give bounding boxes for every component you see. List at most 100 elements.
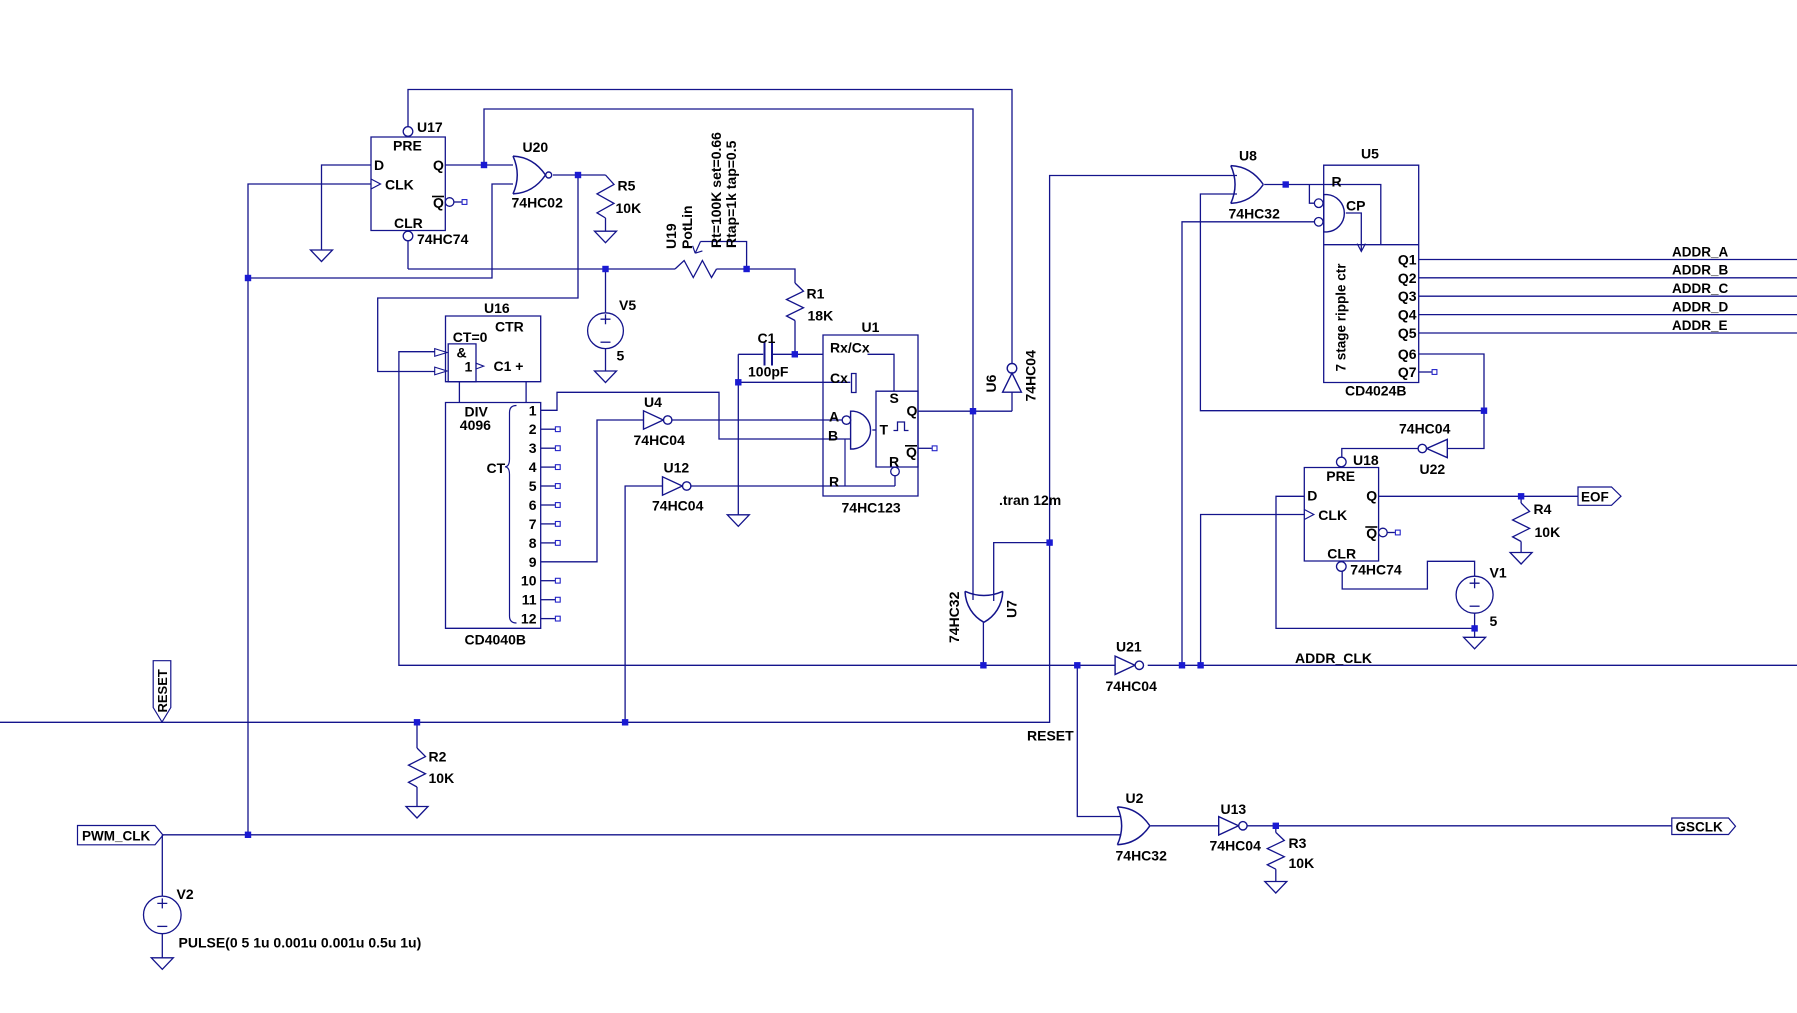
svg-text:PRE: PRE	[1326, 468, 1355, 484]
svg-text:Q4: Q4	[1398, 307, 1417, 323]
svg-text:Cx: Cx	[830, 370, 848, 386]
svg-text:CT: CT	[487, 460, 506, 476]
svg-text:8: 8	[529, 535, 537, 551]
svg-text:R4: R4	[1534, 501, 1552, 517]
svg-text:Q: Q	[1366, 488, 1377, 504]
svg-text:D: D	[1307, 488, 1317, 504]
svg-text:CT=0: CT=0	[453, 329, 488, 345]
svg-text:Q6: Q6	[1398, 346, 1417, 362]
svg-text:ADDR_C: ADDR_C	[1672, 281, 1729, 296]
svg-text:U1: U1	[862, 319, 880, 335]
svg-text:74HC02: 74HC02	[512, 195, 564, 211]
svg-text:S: S	[890, 390, 899, 406]
svg-text:T: T	[880, 422, 889, 438]
svg-text:GSCLK: GSCLK	[1676, 819, 1724, 834]
svg-text:74HC74: 74HC74	[1350, 562, 1402, 578]
svg-text:Rt=100K set=0.66: Rt=100K set=0.66	[708, 132, 724, 248]
svg-text:CLK: CLK	[1318, 507, 1347, 523]
svg-text:U21: U21	[1116, 639, 1142, 655]
svg-text:10: 10	[521, 573, 537, 589]
svg-text:U4: U4	[644, 394, 662, 410]
svg-text:1: 1	[465, 359, 473, 375]
svg-text:Q: Q	[906, 444, 917, 460]
svg-text:CLK: CLK	[385, 177, 414, 193]
svg-text:Rx/Cx: Rx/Cx	[830, 340, 870, 356]
svg-text:100pF: 100pF	[748, 364, 789, 380]
svg-text:Q3: Q3	[1398, 288, 1417, 304]
svg-text:CD4024B: CD4024B	[1345, 383, 1406, 399]
svg-text:U17: U17	[417, 119, 443, 135]
svg-text:.tran 12m: .tran 12m	[999, 492, 1061, 508]
svg-text:DIV: DIV	[465, 404, 489, 420]
svg-text:10K: 10K	[1289, 855, 1315, 871]
svg-text:R5: R5	[618, 178, 636, 194]
svg-text:EOF: EOF	[1581, 489, 1609, 504]
svg-text:PWM_CLK: PWM_CLK	[82, 828, 150, 843]
svg-text:2: 2	[529, 421, 537, 437]
svg-text:R3: R3	[1289, 835, 1307, 851]
svg-text:R2: R2	[429, 749, 447, 765]
svg-text:U22: U22	[1420, 461, 1446, 477]
svg-text:1: 1	[529, 402, 537, 418]
svg-text:ADDR_A: ADDR_A	[1672, 244, 1729, 259]
svg-text:74HC123: 74HC123	[842, 500, 901, 516]
svg-text:U16: U16	[484, 300, 510, 316]
svg-text:Q7: Q7	[1398, 364, 1417, 380]
svg-text:U6: U6	[983, 374, 999, 392]
svg-text:Q: Q	[907, 403, 918, 419]
svg-text:3: 3	[529, 440, 537, 456]
svg-text:U8: U8	[1239, 148, 1257, 164]
svg-text:74HC32: 74HC32	[1116, 848, 1168, 864]
svg-text:RESET: RESET	[1027, 728, 1074, 744]
svg-text:Q1: Q1	[1398, 252, 1417, 268]
svg-text:6: 6	[529, 497, 537, 513]
svg-text:74HC74: 74HC74	[417, 231, 469, 247]
svg-text:7: 7	[529, 516, 537, 532]
svg-text:R: R	[889, 454, 899, 470]
svg-text:18K: 18K	[808, 308, 834, 324]
svg-text:U19: U19	[663, 223, 679, 249]
svg-text:R: R	[1332, 174, 1342, 190]
svg-text:CTR: CTR	[495, 319, 524, 335]
svg-text:Q2: Q2	[1398, 270, 1417, 286]
svg-text:11: 11	[522, 592, 537, 608]
svg-text:CLR: CLR	[1327, 546, 1356, 562]
svg-text:4: 4	[529, 459, 537, 475]
svg-text:Q: Q	[1366, 525, 1377, 541]
svg-text:U12: U12	[664, 460, 690, 476]
svg-text:V5: V5	[619, 297, 636, 313]
svg-text:74HC04: 74HC04	[634, 432, 686, 448]
svg-text:U5: U5	[1361, 146, 1379, 162]
svg-text:10K: 10K	[1535, 524, 1561, 540]
svg-text:74HC04: 74HC04	[1106, 678, 1158, 694]
svg-text:7 stage ripple ctr: 7 stage ripple ctr	[1334, 263, 1349, 372]
svg-text:74HC04: 74HC04	[1023, 350, 1039, 402]
svg-text:74HC04: 74HC04	[1210, 838, 1262, 854]
svg-text:12: 12	[521, 611, 537, 627]
svg-text:Q: Q	[433, 157, 444, 173]
svg-text:PRE: PRE	[393, 138, 422, 154]
svg-text:C1 +: C1 +	[494, 358, 524, 374]
svg-text:C1: C1	[758, 330, 776, 346]
svg-text:74HC04: 74HC04	[1399, 421, 1451, 437]
svg-text:10K: 10K	[429, 770, 455, 786]
svg-text:&: &	[457, 345, 467, 361]
svg-text:U13: U13	[1221, 801, 1247, 817]
svg-text:D: D	[374, 157, 384, 173]
svg-text:74HC32: 74HC32	[1229, 206, 1281, 222]
svg-text:PULSE(0 5 1u 0.001u 0.001u 0.5: PULSE(0 5 1u 0.001u 0.001u 0.5u 1u)	[179, 935, 422, 951]
svg-text:CP: CP	[1346, 198, 1365, 214]
svg-text:74HC04: 74HC04	[652, 498, 704, 514]
svg-text:V1: V1	[1490, 565, 1507, 581]
svg-text:5: 5	[529, 478, 537, 494]
svg-text:V2: V2	[177, 886, 194, 902]
svg-text:PotLin: PotLin	[679, 205, 695, 249]
svg-text:ADDR_E: ADDR_E	[1672, 318, 1728, 333]
svg-text:5: 5	[1490, 613, 1498, 629]
svg-text:U2: U2	[1126, 790, 1144, 806]
svg-text:B: B	[828, 428, 838, 444]
svg-text:5: 5	[617, 348, 625, 364]
svg-text:U7: U7	[1004, 600, 1020, 618]
svg-text:10K: 10K	[616, 200, 642, 216]
svg-text:RESET: RESET	[155, 669, 170, 712]
